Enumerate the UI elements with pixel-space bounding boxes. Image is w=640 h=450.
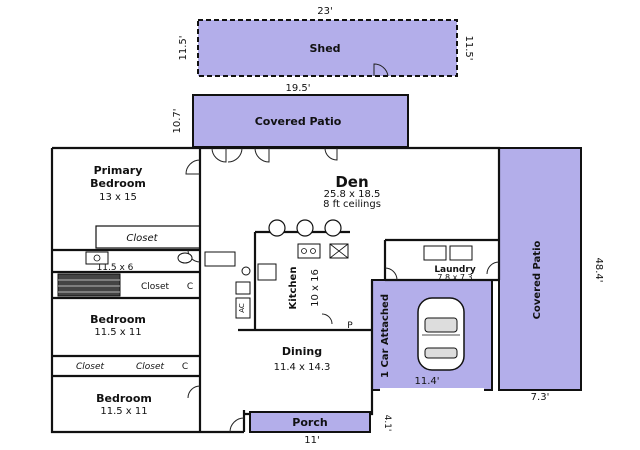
dining-size: 11.4 x 14.3 bbox=[274, 362, 331, 373]
porch-width: 11' bbox=[304, 435, 319, 446]
den-ceilings: 8 ft ceilings bbox=[323, 199, 381, 210]
shed-depth-left: 11.5' bbox=[178, 35, 189, 60]
den-label: Den bbox=[335, 173, 368, 191]
porch-label: Porch bbox=[292, 416, 327, 429]
den-size: 25.8 x 18.5 bbox=[324, 189, 381, 200]
bedroom2-size: 11.5 x 11 bbox=[100, 406, 147, 417]
garage-label: 1 Car Attached bbox=[380, 294, 391, 378]
bar-stools-icon bbox=[268, 219, 342, 237]
covered-patio-top-width: 19.5' bbox=[285, 83, 310, 94]
closet-lower-a: Closet bbox=[76, 362, 105, 372]
house-walls bbox=[50, 146, 501, 434]
garage: 1 Car Attached 11.4' bbox=[371, 279, 493, 392]
covered-patio-top: Covered Patio 19.5' 10.7' bbox=[172, 83, 409, 148]
closet-primary-area bbox=[95, 225, 201, 249]
shed-depth-right: 11.5' bbox=[463, 35, 474, 60]
pantry-door bbox=[321, 313, 333, 325]
laundry-label: Laundry bbox=[434, 265, 476, 275]
covered-patio-side: Covered Patio 48.4' 7.3' bbox=[498, 147, 604, 403]
shed: Shed 23' 11.5' 11.5' bbox=[178, 6, 474, 77]
primary-bedroom-size: 13 x 15 bbox=[99, 192, 137, 203]
bedroom2-label: Bedroom bbox=[96, 392, 152, 405]
closet-lower-b: Closet bbox=[136, 362, 165, 372]
bedroom1-size: 11.5 x 11 bbox=[94, 327, 141, 338]
primary-bedroom-label-line1: Primary bbox=[94, 164, 143, 177]
closet-hall-label: Closet bbox=[141, 282, 170, 292]
dishwasher-icon bbox=[329, 243, 349, 259]
garage-width: 11.4' bbox=[414, 376, 439, 387]
shed-door bbox=[373, 63, 389, 77]
covered-patio-side-length: 48.4' bbox=[593, 257, 604, 282]
fixtures-hall bbox=[204, 251, 251, 319]
washer-dryer-icon bbox=[423, 245, 473, 261]
porch-area bbox=[249, 411, 371, 433]
kitchen-label: Kitchen bbox=[288, 267, 299, 310]
pantry-label: P bbox=[347, 321, 353, 331]
covered-patio-top-area bbox=[192, 94, 409, 148]
sink-icon bbox=[85, 251, 109, 265]
closet-primary-label: Closet bbox=[126, 233, 158, 244]
dining-label: Dining bbox=[282, 345, 322, 358]
ac-label: AC bbox=[238, 303, 246, 313]
shed-label: Shed bbox=[309, 42, 340, 55]
covered-patio-side-label: Covered Patio bbox=[532, 240, 543, 319]
closet-lower-c: C bbox=[182, 362, 188, 372]
covered-patio-top-depth: 10.7' bbox=[172, 108, 183, 133]
refrigerator-icon bbox=[257, 263, 277, 281]
stove-icon bbox=[297, 243, 321, 259]
toilet-icon bbox=[177, 252, 193, 264]
shelving-icon bbox=[57, 273, 121, 297]
porch-depth: 4.1' bbox=[382, 415, 392, 432]
primary-bedroom-label-line2: Bedroom bbox=[90, 177, 146, 190]
closet-hall-c: C bbox=[187, 282, 193, 292]
covered-patio-side-width: 7.3' bbox=[531, 392, 550, 403]
laundry-size: 7.8 x 7.3 bbox=[437, 273, 472, 282]
car-icon bbox=[417, 297, 465, 371]
bath-size: 11.5 x 6 bbox=[97, 263, 134, 273]
shed-outline bbox=[197, 19, 458, 77]
doors bbox=[185, 147, 500, 433]
bedroom1-label: Bedroom bbox=[90, 313, 146, 326]
kitchen-size: 10 x 16 bbox=[310, 269, 321, 307]
covered-patio-top-label: Covered Patio bbox=[255, 115, 342, 128]
shed-width: 23' bbox=[317, 6, 332, 17]
